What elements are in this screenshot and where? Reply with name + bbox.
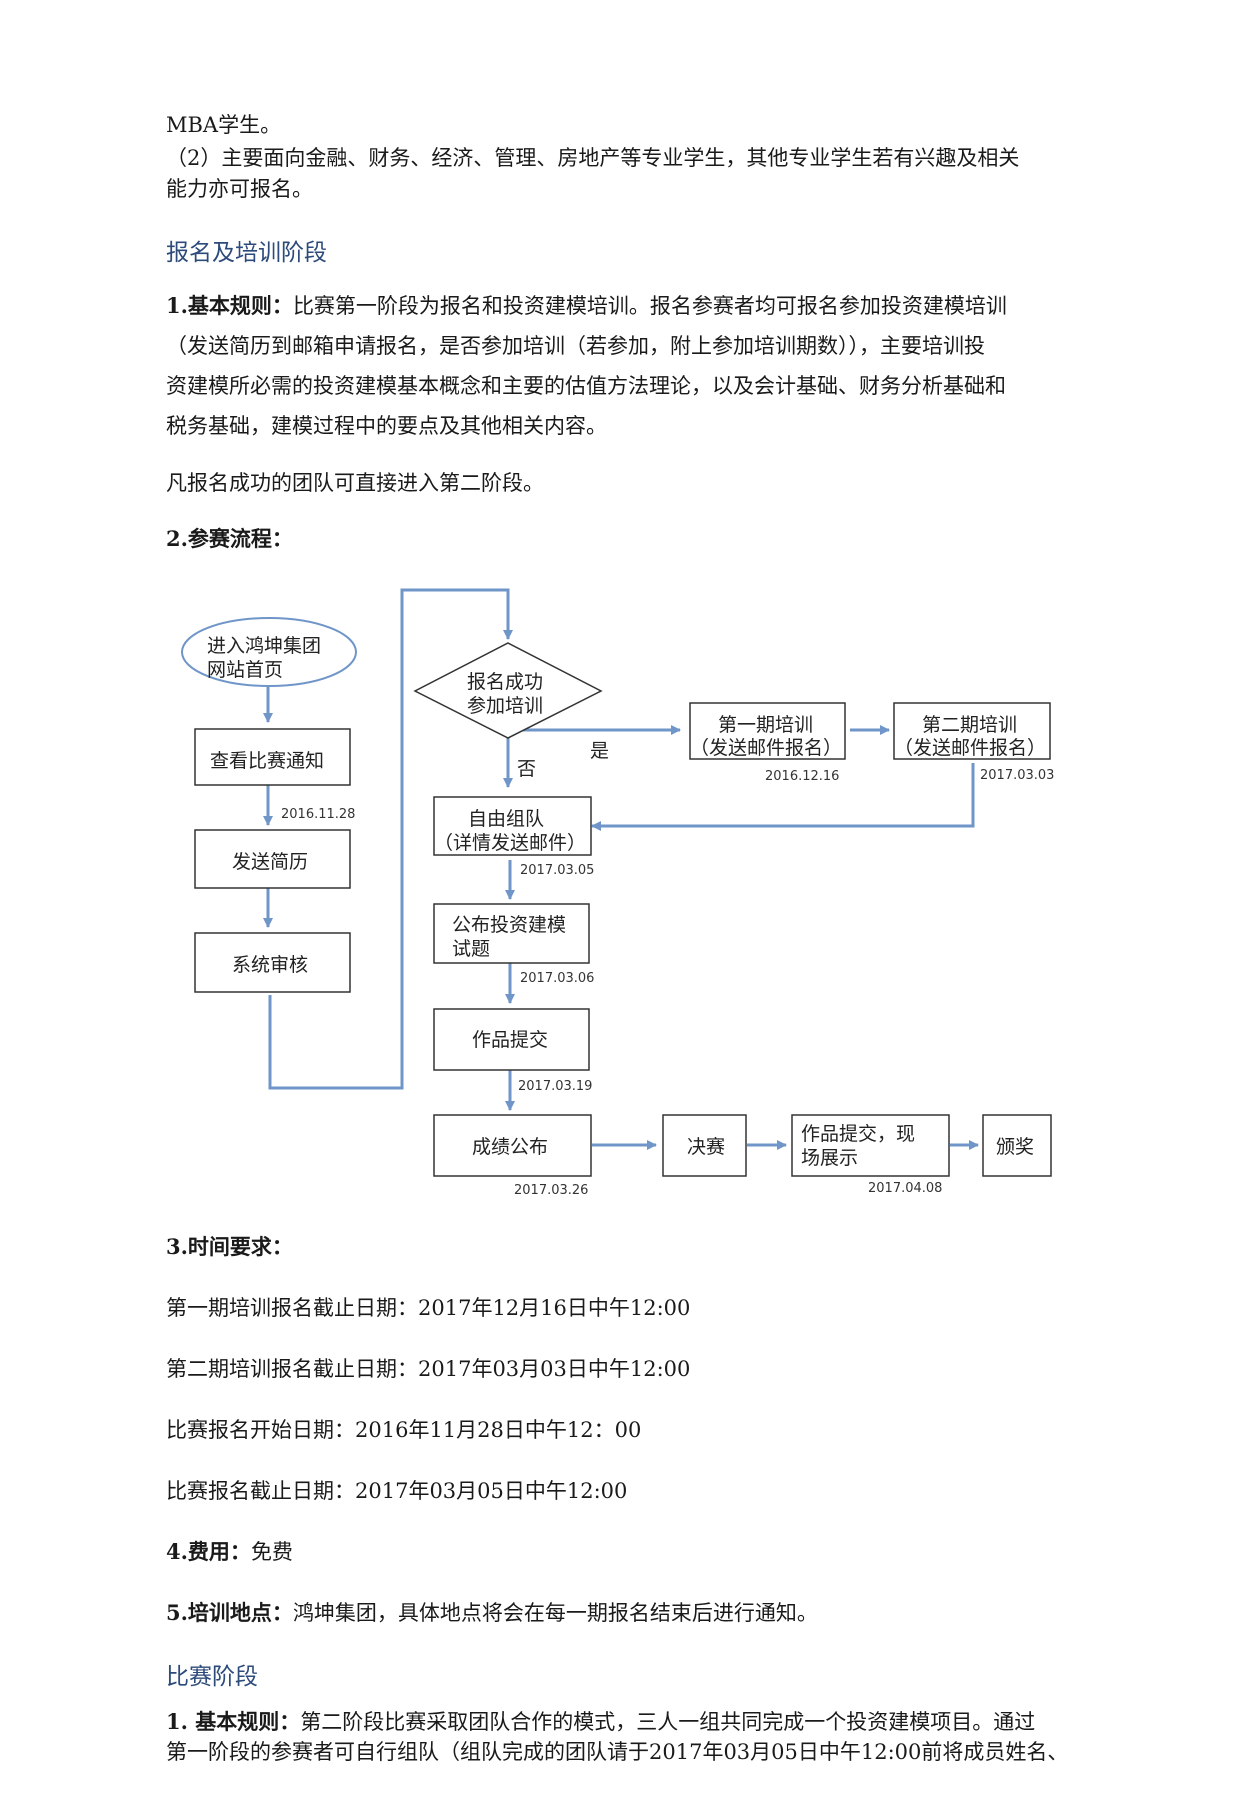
date-0303: 2017.03.03 [980,768,1054,783]
system-review-box [194,932,351,993]
send-resume-label: 发送简历 [232,851,308,873]
rule-line-1: 1.基本规则：比赛第一阶段为报名和投资建模培训。报名参赛者均可报名参加投资建模培… [166,291,1007,321]
start-label-1: 进入鸿坤集团 [207,635,321,657]
show-label-2: 场展示 [801,1147,858,1169]
place-line: 5.培训地点：鸿坤集团，具体地点将会在每一期报名结束后进行通知。 [166,1598,818,1628]
final-label: 决赛 [687,1136,725,1158]
results-box [433,1114,592,1177]
stage2-rule-label: 1. 基本规则： [166,1709,301,1734]
rule-label: 1.基本规则： [166,293,293,318]
show-label-1: 作品提交，现 [801,1123,915,1145]
flow-heading: 2.参赛流程： [166,526,293,551]
flow-connectors [263,588,979,1150]
training-1-label-2: （发送邮件报名） [690,737,842,759]
date-1216: 2016.12.16 [765,769,839,784]
award-label: 颁奖 [996,1136,1034,1158]
fee-line: 4.费用：免费 [166,1537,293,1567]
time-row-4: 比赛报名截止日期：2017年03月05日中午12:00 [166,1479,628,1503]
date-0319: 2017.03.19 [518,1079,592,1094]
date-0408: 2017.04.08 [868,1181,942,1196]
time-heading: 3.时间要求： [166,1234,293,1259]
date-0326: 2017.03.26 [514,1183,588,1198]
decision-label-1: 报名成功 [467,671,543,693]
stage2-rule-line-1: 1. 基本规则：第二阶段比赛采取团队合作的模式，三人一组共同完成一个投资建模项目… [166,1707,1035,1737]
submit-box [433,1008,590,1071]
training-2-box [893,702,1051,760]
fee-label: 4.费用： [166,1539,251,1564]
award-box [982,1114,1052,1177]
time-row-1: 第一期培训报名截止日期：2017年12月16日中午12:00 [166,1296,691,1320]
results-label: 成绩公布 [472,1136,548,1158]
intro-line-2: （2）主要面向金融、财务、经济、管理、房地产等专业学生，其他专业学生若有兴趣及相… [166,146,1020,170]
section-title-competition: 比赛阶段 [166,1664,258,1690]
time-row-3: 比赛报名开始日期：2016年11月28日中午12：00 [166,1418,642,1442]
send-resume-box [194,829,351,889]
team-box [433,796,592,856]
time-row-2: 第二期培训报名截止日期：2017年03月03日中午12:00 [166,1357,691,1381]
section-title-registration: 报名及培训阶段 [166,240,327,266]
rule-line-3: 资建模所必需的投资建模基本概念和主要的估值方法理论，以及会计基础、财务分析基础和 [166,374,1006,398]
note-text: 凡报名成功的团队可直接进入第二阶段。 [166,471,544,495]
team-label-1: 自由组队 [468,808,544,830]
submit-label: 作品提交 [472,1029,548,1051]
stage2-rule-text: 第二阶段比赛采取团队合作的模式，三人一组共同完成一个投资建模项目。通过 [300,1710,1036,1734]
rule-line-4: 税务基础，建模过程中的要点及其他相关内容。 [166,414,607,438]
start-node [181,617,357,687]
publish-label-2: 试题 [452,938,490,960]
publish-box [433,903,590,964]
intro-line-1: MBA学生。 [166,113,282,137]
decision-diamond [413,642,603,739]
yes-label: 是 [590,740,609,762]
team-label-2: （详情发送邮件） [434,832,586,854]
view-notice-label: 查看比赛通知 [210,750,324,772]
show-box [791,1114,950,1177]
training-1-box [689,702,846,760]
training-1-label-1: 第一期培训 [718,714,813,736]
publish-label-1: 公布投资建模 [452,914,566,936]
decision-label-2: 参加培训 [467,695,543,717]
training-2-label-2: （发送邮件报名） [894,737,1046,759]
no-label: 否 [517,758,536,780]
stage2-rule-line-2: 第一阶段的参赛者可自行组队（组队完成的团队请于2017年03月05日中午12:0… [166,1740,1069,1764]
system-review-label: 系统审核 [232,954,308,976]
final-box [662,1114,747,1177]
date-0306: 2017.03.06 [520,971,594,986]
intro-line-3: 能力亦可报名。 [166,177,313,201]
place-label: 5.培训地点： [166,1600,293,1625]
place-value: 鸿坤集团，具体地点将会在每一期报名结束后进行通知。 [292,1601,818,1625]
rule-text: 比赛第一阶段为报名和投资建模培训。报名参赛者均可报名参加投资建模培训 [292,294,1007,318]
view-notice-box [194,728,351,786]
fee-value: 免费 [250,1540,293,1564]
training-2-label-1: 第二期培训 [922,714,1017,736]
rule-line-2: （发送简历到邮箱申请报名，是否参加培训（若参加，附上参加培训期数）），主要培训投 [166,334,985,358]
start-label-2: 网站首页 [207,659,283,681]
date-0305: 2017.03.05 [520,863,594,878]
date-1128: 2016.11.28 [281,807,355,822]
